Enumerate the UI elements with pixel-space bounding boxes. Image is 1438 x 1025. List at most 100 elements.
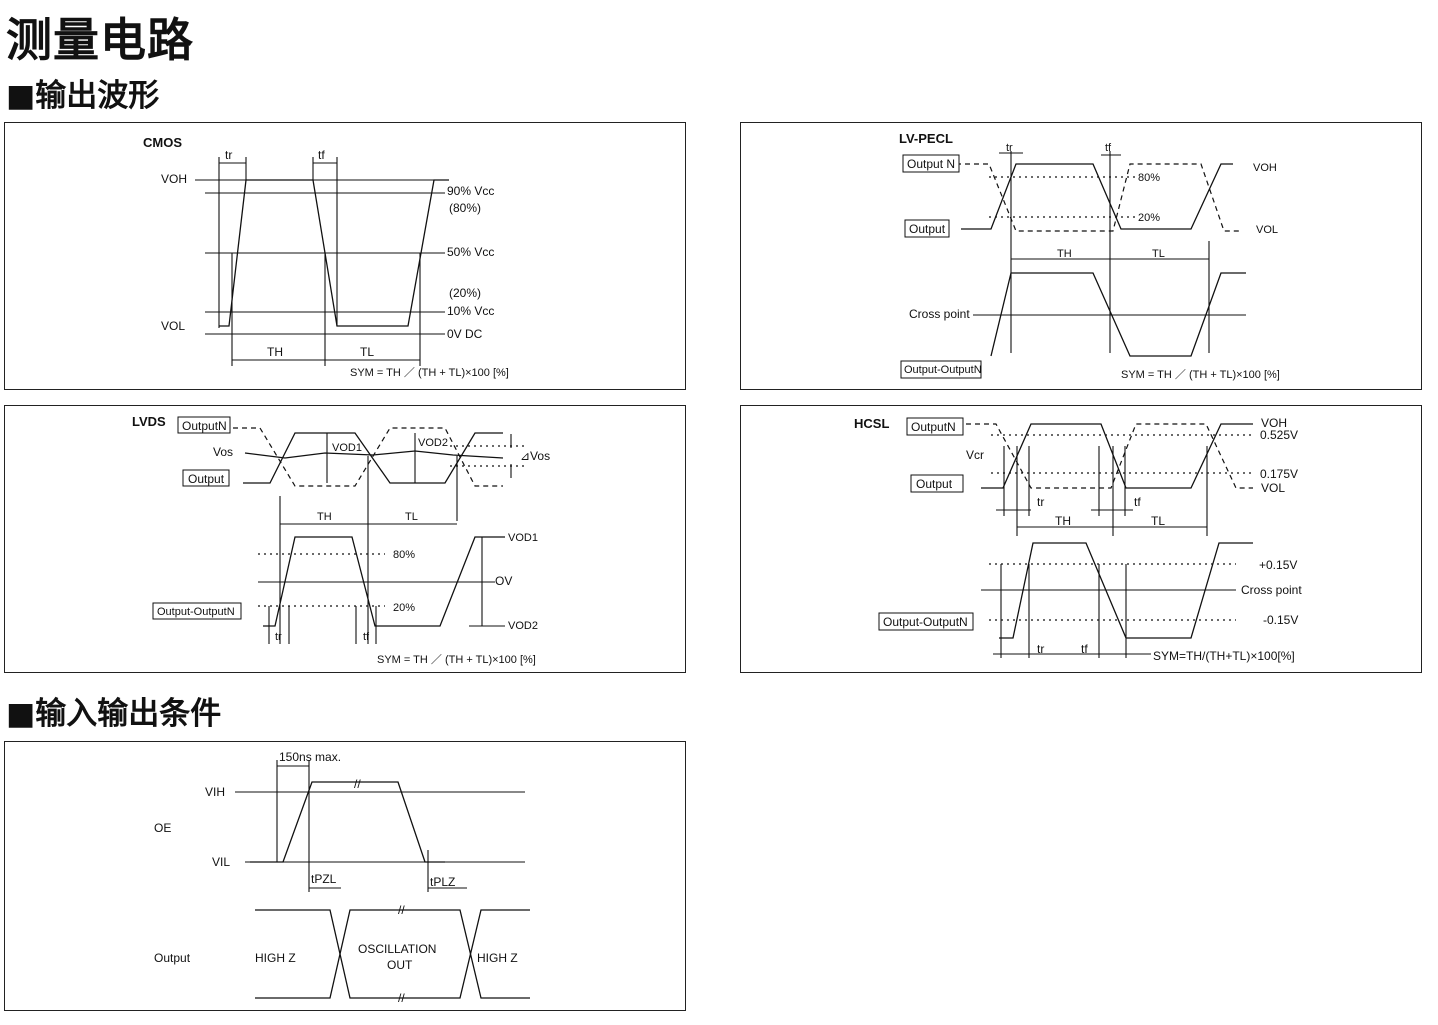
lvds-diff-label: Output-OutputN — [157, 606, 235, 618]
lvds-ov-label: OV — [495, 574, 512, 588]
hcsl-output-n-box — [906, 417, 964, 436]
oe-oscillation-label: OSCILLATION — [358, 942, 436, 956]
lvpecl-title: LV-PECL — [899, 131, 953, 146]
cmos-voh-label: VOH — [161, 172, 187, 186]
hcsl-output-box — [910, 474, 964, 493]
cmos-tr-label: tr — [225, 148, 232, 162]
cmos-vol-label: VOL — [161, 319, 185, 333]
cmos-0vdc-label: 0V DC — [447, 327, 483, 341]
hcsl-title: HCSL — [854, 416, 889, 431]
oe-vil-label: VIL — [212, 855, 230, 869]
lvds-vod1-label: VOD1 — [332, 442, 362, 454]
oe-150ns-label: 150ns max. — [279, 750, 341, 764]
lvds-tf-label: tf — [363, 631, 370, 643]
oe-out-label: OUT — [387, 958, 413, 972]
page-title: 测量电路 — [6, 13, 194, 67]
hcsl-tr-label: tr — [1037, 495, 1044, 509]
lvpecl-tr-label: tr — [1006, 142, 1013, 154]
lvpecl-th-label: TH — [1057, 248, 1072, 260]
lvpecl-20pct-label: 20% — [1138, 212, 1160, 224]
hcsl-0525v-label: 0.525V — [1260, 428, 1298, 442]
lvds-sym-formula: SYM = TH ／ (TH + TL)×100 [%] — [377, 653, 536, 666]
oe-output-label: Output — [154, 951, 191, 965]
hcsl-voh-label: VOH — [1261, 416, 1287, 430]
lvds-vod2-label: VOD2 — [418, 437, 448, 449]
lvds-th-label: TH — [317, 511, 332, 523]
hcsl-0175v-label: 0.175V — [1260, 467, 1298, 481]
svg-text://: // — [398, 991, 405, 1005]
io-conditions-diagram: // // // 150ns max. VIH VIL OE tPZL tPLZ… — [154, 750, 530, 1005]
cmos-tf-label: tf — [318, 148, 325, 162]
lvpecl-diagram: LV-PECL Output N Output tr tf 80% 20% VO… — [899, 131, 1280, 381]
lvds-output-box — [182, 469, 230, 487]
lvds-output-label: Output — [188, 472, 225, 486]
lvds-diff-box — [152, 602, 242, 620]
hcsl-diff-label: Output-OutputN — [883, 615, 968, 629]
hcsl-cross-point-label: Cross point — [1241, 583, 1302, 597]
cmos-tl-label: TL — [360, 345, 374, 359]
lvds-20pct-label: 20% — [393, 602, 415, 614]
oe-signal-label: OE — [154, 821, 171, 835]
hcsl-minus015v-label: -0.15V — [1263, 613, 1298, 627]
hcsl-tf-label: tf — [1134, 495, 1141, 509]
hcsl-sym-formula: SYM=TH/(TH+TL)×100[%] — [1153, 649, 1295, 663]
hcsl-diff-box — [878, 612, 974, 631]
cmos-90pct-label: 90% Vcc — [447, 184, 494, 198]
lvds-panel: LVDS OutputN Vos Output VOD1 VOD2 ⊿Vos T… — [4, 405, 686, 673]
lvpecl-diff-box — [900, 360, 982, 379]
hcsl-tr2-label: tr — [1037, 642, 1044, 656]
svg-text://: // — [354, 777, 361, 791]
lvpecl-output-n-box — [902, 154, 960, 173]
lvds-vos-label: Vos — [213, 445, 233, 459]
hcsl-output-n-label: OutputN — [911, 420, 956, 434]
lvds-output-n-box — [177, 416, 231, 434]
lvds-diagram: LVDS OutputN Vos Output VOD1 VOD2 ⊿Vos T… — [132, 414, 550, 666]
hcsl-diagram: HCSL OutputN Vcr Output VOH 0.525V 0.175… — [854, 416, 1302, 663]
lvpecl-panel: LV-PECL Output N Output tr tf 80% 20% VO… — [740, 122, 1422, 390]
lvpecl-output-n-label: Output N — [907, 157, 955, 171]
cmos-20pct-label: (20%) — [449, 286, 481, 300]
cmos-sym-formula: SYM = TH ／ (TH + TL)×100 [%] — [350, 366, 509, 379]
section-heading-io-conditions: ■输入输出条件 — [6, 696, 222, 732]
lvds-title: LVDS — [132, 414, 166, 429]
lvds-80pct-label: 80% — [393, 549, 415, 561]
lvpecl-output-label: Output — [909, 222, 946, 236]
oe-highz-left-label: HIGH Z — [255, 951, 296, 965]
cmos-10pct-label: 10% Vcc — [447, 304, 494, 318]
hcsl-tf2-label: tf — [1081, 642, 1088, 656]
cmos-diagram: CMOS tr tf VOH VOL 90% Vcc (80%) 50% Vcc… — [143, 135, 509, 379]
section-heading-output-waveform: ■输出波形 — [6, 78, 160, 114]
lvpecl-output-box — [904, 219, 950, 238]
hcsl-panel: HCSL OutputN Vcr Output VOH 0.525V 0.175… — [740, 405, 1422, 673]
hcsl-plus015v-label: +0.15V — [1259, 558, 1297, 572]
cmos-th-label: TH — [267, 345, 283, 359]
lvds-dvos-label: ⊿Vos — [520, 449, 550, 463]
cmos-panel: CMOS tr tf VOH VOL 90% Vcc (80%) 50% Vcc… — [4, 122, 686, 390]
lvds-vod2-right-label: VOD2 — [508, 620, 538, 632]
cmos-50pct-label: 50% Vcc — [447, 245, 494, 259]
oe-tpzl-label: tPZL — [311, 872, 337, 886]
hcsl-tl-label: TL — [1151, 514, 1165, 528]
lvpecl-cross-point-label: Cross point — [909, 307, 970, 321]
cmos-title: CMOS — [143, 135, 182, 150]
svg-text://: // — [398, 903, 405, 917]
lvpecl-voh-label: VOH — [1253, 162, 1277, 174]
lvds-tr-label: tr — [275, 631, 282, 643]
lvds-output-n-label: OutputN — [182, 419, 227, 433]
hcsl-vcr-label: Vcr — [966, 448, 984, 462]
lvds-tl-label: TL — [405, 511, 418, 523]
hcsl-output-label: Output — [916, 477, 953, 491]
oe-tplz-label: tPLZ — [430, 875, 455, 889]
oe-vih-label: VIH — [205, 785, 225, 799]
lvds-vod1-right-label: VOD1 — [508, 532, 538, 544]
cmos-80pct-label: (80%) — [449, 201, 481, 215]
lvpecl-diff-label: Output-OutputN — [904, 364, 982, 376]
hcsl-th-label: TH — [1055, 514, 1071, 528]
lvpecl-vol-label: VOL — [1256, 224, 1278, 236]
lvpecl-80pct-label: 80% — [1138, 172, 1160, 184]
lvpecl-tl-label: TL — [1152, 248, 1165, 260]
hcsl-vol-label: VOL — [1261, 481, 1285, 495]
oe-highz-right-label: HIGH Z — [477, 951, 518, 965]
lvpecl-tf-label: tf — [1105, 142, 1112, 154]
io-conditions-panel: // // // 150ns max. VIH VIL OE tPZL tPLZ… — [4, 741, 686, 1011]
